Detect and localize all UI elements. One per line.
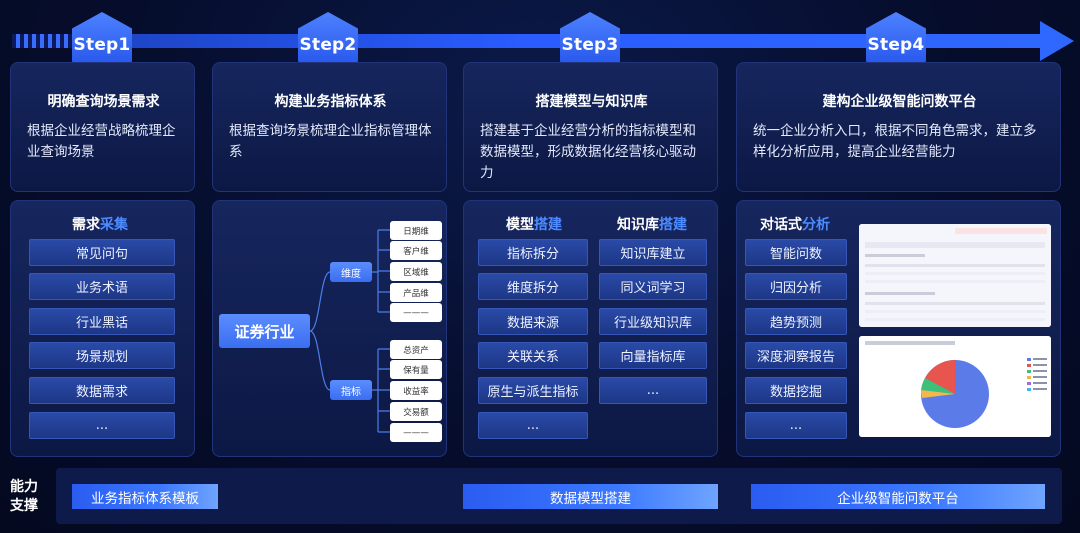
step3-title: 搭建模型与知识库 [535, 94, 648, 110]
step2-title: 构建业务指标体系 [274, 94, 387, 110]
step1-desc: 根据企业经营战略梳理企业查询场景 [27, 123, 176, 160]
list-item: 趋势预测 [745, 308, 847, 335]
list-item: 行业级知识库 [599, 308, 707, 335]
pie-screenshot-thumbnail [859, 336, 1051, 437]
step1-card: 明确查询场景需求 根据企业经营战略梳理企业查询场景 [10, 62, 195, 192]
tree-connectors [309, 229, 390, 433]
support-bar-qa-platform: 企业级智能问数平台 [751, 484, 1045, 509]
list-item: 归因分析 [745, 273, 847, 300]
list-item: 原生与派生指标 [478, 377, 588, 404]
table-screenshot-thumbnail [859, 224, 1051, 327]
step4-desc: 统一企业分析入口，根据不同角色需求，建立多样化分析应用，提高企业经营能力 [753, 123, 1037, 160]
list-item: ... [745, 412, 847, 439]
tree-leaf: 客户维 [390, 241, 442, 260]
tree-leaf: 收益率 [390, 381, 442, 400]
step2-card: 构建业务指标体系 根据查询场景梳理企业指标管理体系 [212, 62, 447, 192]
tree-leaf: 区域维 [390, 262, 442, 281]
timeline-arrow-icon [1040, 21, 1074, 61]
list-item: 知识库建立 [599, 239, 707, 266]
support-bar-metrics-template: 业务指标体系模板 [72, 484, 218, 509]
tree-leaf: 总资产 [390, 340, 442, 359]
tree-leaf: 交易额 [390, 402, 442, 421]
list-item: 业务术语 [29, 273, 175, 300]
list-item: ... [29, 412, 175, 439]
list-item: ... [599, 377, 707, 404]
table-thumbnail-graphic [859, 224, 1051, 327]
step2-desc: 根据查询场景梳理企业指标管理体系 [229, 123, 432, 160]
knowledge-title: 知识库搭建 [617, 217, 687, 233]
tree-root: 证券行业 [219, 314, 310, 348]
list-item: 行业黑话 [29, 308, 175, 335]
tree-leaf: ——— [390, 423, 442, 442]
list-item: 常见问句 [29, 239, 175, 266]
list-item: 数据来源 [478, 308, 588, 335]
step3-desc: 搭建基于企业经营分析的指标模型和数据模型，形成数据化经营核心驱动力 [480, 123, 696, 181]
tree-branch-dimension: 维度 [330, 262, 372, 282]
list-item: 数据需求 [29, 377, 175, 404]
support-bar-data-model: 数据模型搭建 [463, 484, 718, 509]
list-item: 指标拆分 [478, 239, 588, 266]
step4-card: 建构企业级智能问数平台 统一企业分析入口，根据不同角色需求，建立多样化分析应用，… [736, 62, 1061, 192]
step1-title: 明确查询场景需求 [47, 94, 160, 110]
list-item: 场景规划 [29, 342, 175, 369]
list-item: ... [478, 412, 588, 439]
list-item: 同义词学习 [599, 273, 707, 300]
requirements-title: 需求采集 [72, 217, 128, 233]
tree-leaf: 保有量 [390, 360, 442, 379]
tree-leaf: 日期维 [390, 221, 442, 240]
list-item: 向量指标库 [599, 342, 707, 369]
list-item: 数据挖掘 [745, 377, 847, 404]
timeline-bar [12, 34, 1042, 48]
step3-card: 搭建模型与知识库 搭建基于企业经营分析的指标模型和数据模型，形成数据化经营核心驱… [463, 62, 718, 192]
analysis-title: 对话式分析 [760, 217, 830, 233]
tree-leaf: 产品维 [390, 283, 442, 302]
tree-branch-metric: 指标 [330, 380, 372, 400]
model-title: 模型搭建 [506, 217, 562, 233]
tree-leaf: ——— [390, 303, 442, 322]
pie-thumbnail-graphic [859, 336, 1051, 437]
list-item: 智能问数 [745, 239, 847, 266]
support-label: 能力支撑 [10, 479, 38, 514]
list-item: 关联关系 [478, 342, 588, 369]
list-item: 深度洞察报告 [745, 342, 847, 369]
step4-title: 建构企业级智能问数平台 [822, 94, 977, 110]
list-item: 维度拆分 [478, 273, 588, 300]
